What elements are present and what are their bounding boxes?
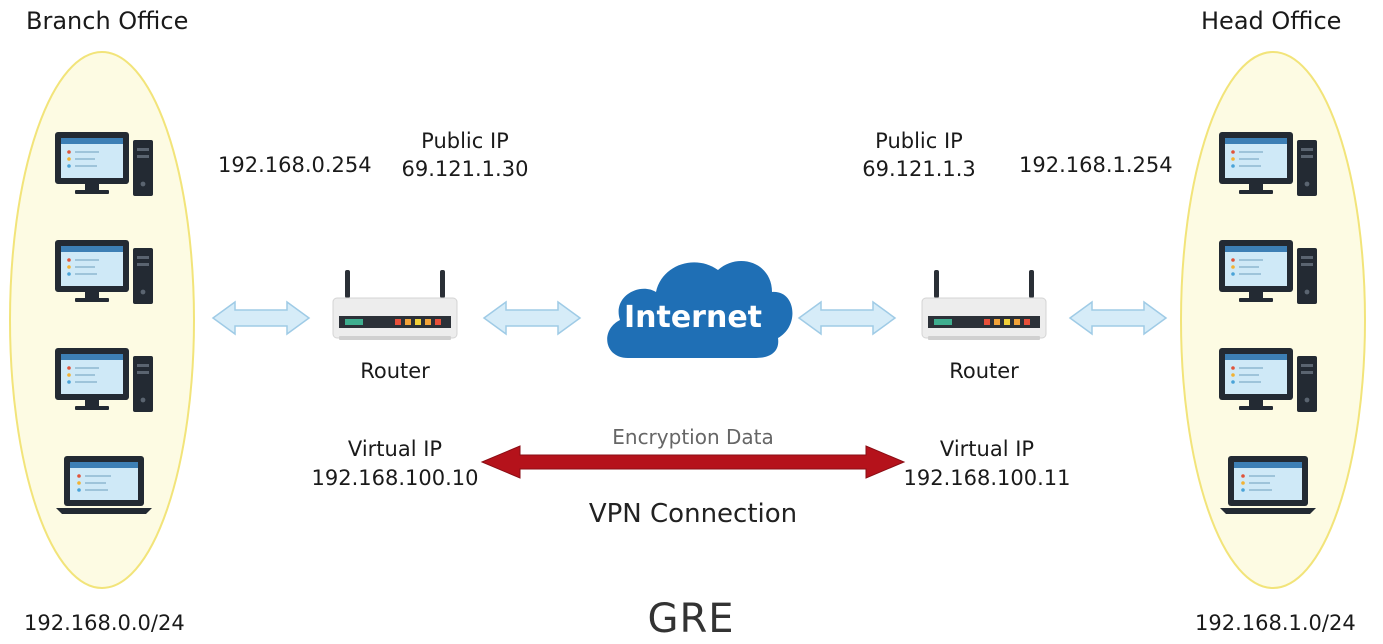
head-router-label: Router: [949, 359, 1019, 383]
vpn-tunnel-arrow: [480, 445, 906, 479]
branch-router-label: Router: [360, 359, 430, 383]
internet-cloud-icon: [607, 261, 793, 358]
vpn-connection-label: VPN Connection: [588, 499, 798, 529]
branch-subnet: 192.168.0.0/24: [24, 611, 185, 635]
head-virtual-ip: 192.168.100.11: [903, 466, 1071, 490]
head-virtual-ip-label: Virtual IP: [939, 437, 1035, 461]
branch-public-ip: 69.121.1.30: [401, 157, 529, 181]
head-public-ip: 69.121.1.3: [862, 157, 976, 181]
branch-lan-link-arrow: [212, 301, 310, 335]
head-wan-link-arrow: [798, 301, 896, 335]
branch-laptop: [55, 455, 153, 515]
head-public-ip-label: Public IP: [875, 129, 963, 153]
head-office-title: Head Office: [1201, 7, 1342, 35]
protocol-label: GRE: [647, 596, 735, 642]
branch-wan-link-arrow: [483, 301, 581, 335]
head-subnet: 192.168.1.0/24: [1195, 611, 1356, 635]
branch-virtual-ip: 192.168.100.10: [311, 466, 479, 490]
head-lan-link-arrow: [1069, 301, 1167, 335]
encryption-data-label: Encryption Data: [612, 425, 774, 449]
head-laptop: [1219, 455, 1317, 515]
branch-public-ip-label: Public IP: [421, 129, 509, 153]
internet-label: Internet: [623, 300, 763, 335]
head-office-zone: [1180, 51, 1366, 589]
head-lan-ip: 192.168.1.254: [1019, 153, 1173, 177]
branch-router-icon: [332, 269, 458, 341]
head-router-icon: [921, 269, 1047, 341]
branch-virtual-ip-label: Virtual IP: [347, 437, 443, 461]
branch-office-title: Branch Office: [26, 7, 189, 35]
branch-lan-ip: 192.168.0.254: [218, 153, 372, 177]
